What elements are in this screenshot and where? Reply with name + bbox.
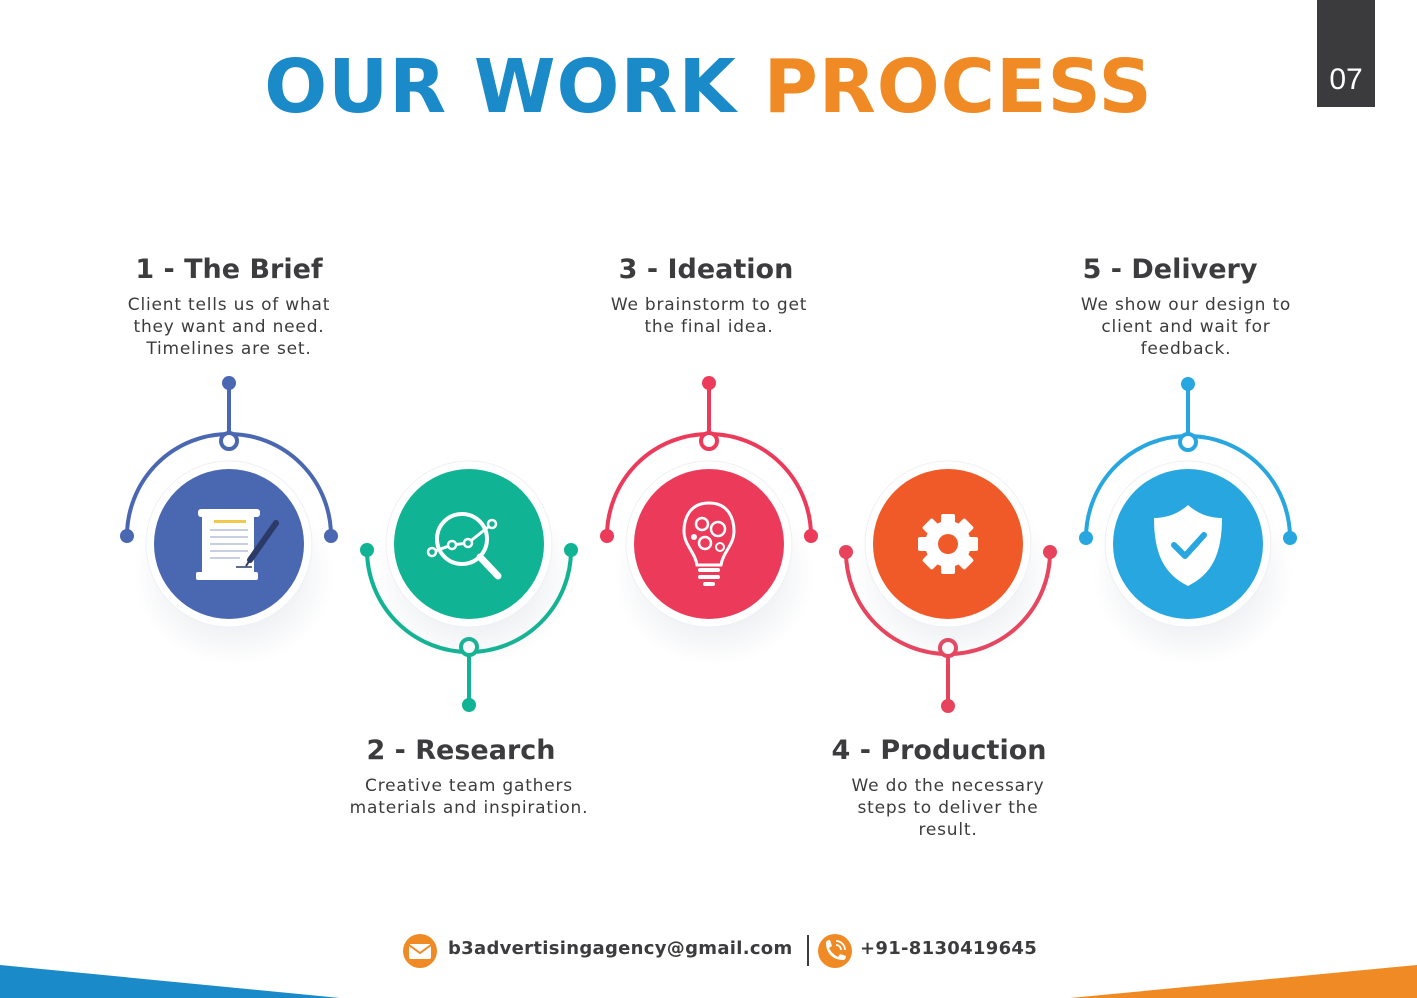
step-2-node	[360, 460, 578, 712]
step-3-connector-top-dot	[702, 376, 716, 390]
step-3-circle	[634, 469, 784, 619]
step-2-connector-bottom-dot	[462, 698, 476, 712]
title-part-blue: OUR WORK	[264, 44, 737, 130]
step-1-description: Client tells us of what they want and ne…	[69, 294, 389, 360]
step-5-description: We show our design to client and wait fo…	[1026, 294, 1346, 360]
step-4-description: We do the necessary steps to deliver the…	[788, 775, 1108, 841]
footer-phone-link[interactable]: +91-8130419645	[860, 938, 1038, 959]
step-2-title: 2 - Research	[366, 735, 556, 766]
step-5-arc-end-dot-left	[1079, 531, 1093, 545]
step-3-connector-ring	[699, 431, 719, 451]
step-2-description: Creative team gathers materials and insp…	[309, 775, 629, 819]
gear-icon	[918, 514, 978, 574]
step-5-node	[1079, 377, 1297, 665]
step-2-desc-line: Creative team gathers	[365, 776, 573, 796]
step-5-connector-ring	[1178, 432, 1198, 452]
step-5-connector-top-dot	[1181, 377, 1195, 391]
step-2-desc-line: materials and inspiration.	[349, 798, 589, 818]
footer-email-link[interactable]: b3advertisingagency@gmail.com	[448, 938, 793, 959]
document-pen-icon	[196, 509, 279, 580]
step-1-arc-end-dot-left	[120, 529, 134, 543]
step-1-connector-top-dot	[222, 376, 236, 390]
step-1-connector-ring	[219, 431, 239, 451]
step-1-arc-end-dot-right	[324, 529, 338, 543]
step-1-desc-line: Timelines are set.	[146, 339, 312, 359]
step-5-arc-end-dot-right	[1283, 531, 1297, 545]
lightbulb-gears-icon	[682, 501, 736, 586]
step-4-arc-end-dot-left	[839, 545, 853, 559]
step-1-desc-line: they want and need.	[133, 317, 325, 337]
envelope-icon	[403, 934, 437, 968]
magnifier-chart-icon	[426, 512, 502, 580]
step-2-arc-end-dot-left	[360, 543, 374, 557]
step-4-desc-line: steps to deliver the	[857, 798, 1039, 818]
step-5-desc-line: client and wait for	[1101, 317, 1271, 337]
step-1-desc-line: Client tells us of what	[127, 295, 331, 315]
step-4-connector-bottom-dot	[941, 699, 955, 713]
step-1-title: 1 - The Brief	[135, 254, 323, 285]
step-1-node	[120, 376, 338, 665]
title-part-orange: PROCESS	[763, 44, 1153, 130]
step-3-arc-end-dot-left	[600, 529, 614, 543]
footer-stripe-orange	[1070, 965, 1417, 998]
step-4-desc-line: We do the necessary	[851, 776, 1045, 796]
step-4-node	[839, 460, 1057, 713]
phone-icon	[818, 934, 852, 968]
page-number-badge: 07	[1317, 0, 1375, 107]
step-3-desc-line: We brainstorm to get	[610, 295, 808, 315]
step-5-desc-line: We show our design to	[1080, 295, 1292, 315]
step-3-arc-end-dot-right	[804, 529, 818, 543]
step-4-title: 4 - Production	[831, 735, 1047, 766]
footer-stripe-blue	[0, 965, 340, 998]
step-3-title: 3 - Ideation	[618, 254, 794, 285]
step-5-desc-line: feedback.	[1140, 339, 1232, 359]
step-3-node	[600, 376, 818, 665]
page-title: OUR WORK PROCESS	[0, 44, 1417, 130]
step-3-description: We brainstorm to get the final idea.	[549, 294, 869, 338]
step-4-desc-line: result.	[918, 820, 978, 840]
shield-check-icon	[1154, 505, 1222, 586]
step-5-title: 5 - Delivery	[1082, 254, 1258, 285]
step-3-desc-line: the final idea.	[644, 317, 774, 337]
